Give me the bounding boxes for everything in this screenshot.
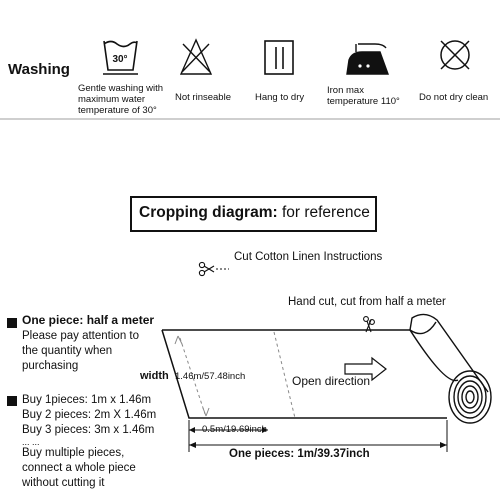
width-label: width: [140, 370, 169, 382]
fabric-sheet: [161, 329, 459, 419]
hand-cut-scissors-icon: [363, 316, 375, 333]
no-dry-clean-caption: Do not dry clean: [419, 92, 489, 103]
hang-dry-caption: Hang to dry: [255, 92, 305, 103]
buy-list: Buy 1pieces: 1m x 1.46m Buy 2 pieces: 2m…: [22, 394, 157, 489]
wash-temp-badge: 30°: [112, 54, 127, 65]
one-piece-heading: One piece: half a meter: [22, 313, 155, 327]
scissors-icon: [198, 261, 215, 277]
width-arrow: [179, 337, 206, 415]
one-piece-length: One pieces: 1m/39.37inch: [229, 448, 370, 460]
hand-cut-note: Hand cut, cut from half a meter: [288, 296, 446, 308]
wash-30-icon: [103, 40, 138, 75]
washing-title: Washing: [8, 61, 70, 78]
cropping-title-box: [130, 196, 377, 232]
fabric-roll: [409, 313, 492, 424]
iron-caption: Iron max temperature 110°: [327, 85, 400, 107]
cropping-title: Cropping diagram: for reference: [139, 204, 370, 221]
hang-dry-icon: [264, 40, 294, 75]
bullet-square: [7, 396, 17, 406]
one-piece-note: Please pay attention to the quantity whe…: [22, 330, 139, 372]
open-direction-label: Open direction: [292, 374, 371, 388]
half-meter-label: 0.5m/19.69inch: [202, 424, 267, 435]
no-rinse-caption: Not rinseable: [175, 92, 231, 103]
no-dry-clean-icon: [440, 40, 470, 70]
wash-30-caption: Gentle washing with maximum water temper…: [78, 83, 164, 116]
no-rinse-icon: [179, 38, 213, 75]
cut-instructions: Cut Cotton Linen Instructions: [234, 251, 383, 263]
open-direction-arrow: [344, 356, 387, 382]
width-value: 1.46m/57.48inch: [175, 371, 246, 382]
bullet-square: [7, 318, 17, 328]
section-divider: [0, 118, 500, 120]
iron-icon: [346, 43, 389, 75]
